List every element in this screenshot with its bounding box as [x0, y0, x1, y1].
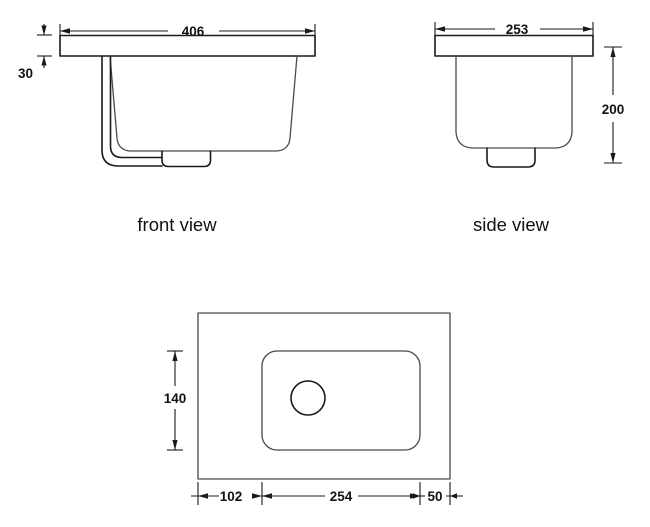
plan-view-group: 140 102 254 50 [164, 312, 463, 505]
side-bowl-outline [455, 55, 573, 149]
front-view-group: 406 30 front view [18, 24, 316, 235]
front-width-arrow-left [60, 28, 70, 34]
side-width-value: 253 [506, 22, 529, 37]
plan-bowl-opening [261, 350, 421, 451]
front-width-arrow-right [305, 28, 315, 34]
side-view-group: 253 200 side view [434, 22, 625, 235]
side-height-arrow-bottom [610, 153, 616, 163]
rim-thickness-value: 30 [18, 66, 33, 81]
front-view-label: front view [137, 214, 217, 235]
plan-left-margin-arrow-right [252, 493, 262, 499]
plan-left-margin-arrow-left [198, 493, 208, 499]
front-drain-pipe-outer [101, 55, 163, 167]
rim-thickness-arrow-top [41, 25, 47, 35]
side-width-arrow-right [583, 26, 593, 32]
side-view-label: side view [473, 214, 550, 235]
plan-right-margin-arrow-left [413, 493, 420, 499]
plan-bowl-width-arrow-left [262, 493, 272, 499]
front-drain-pipe-inner [109, 55, 163, 159]
plan-bowl-width-value: 254 [330, 489, 353, 504]
plan-right-margin-arrow-right [450, 493, 457, 499]
plan-drain-hole [290, 380, 326, 416]
plan-right-margin-value: 50 [427, 489, 442, 504]
plan-left-margin-value: 102 [220, 489, 243, 504]
front-waste-outlet [161, 150, 212, 168]
front-bowl-outline [109, 55, 298, 152]
side-height-value: 200 [602, 102, 625, 117]
plan-depth-value: 140 [164, 391, 187, 406]
plan-deck-outline [197, 312, 451, 480]
side-width-arrow-left [435, 26, 445, 32]
front-rim-slab [59, 34, 316, 57]
plan-depth-arrow-bottom [172, 440, 178, 450]
side-waste-outlet [486, 147, 536, 168]
front-width-value: 406 [182, 24, 205, 39]
side-height-arrow-top [610, 47, 616, 57]
rim-thickness-arrow-bottom [41, 56, 47, 66]
side-rim-slab [434, 34, 594, 57]
plan-depth-arrow-top [172, 351, 178, 361]
